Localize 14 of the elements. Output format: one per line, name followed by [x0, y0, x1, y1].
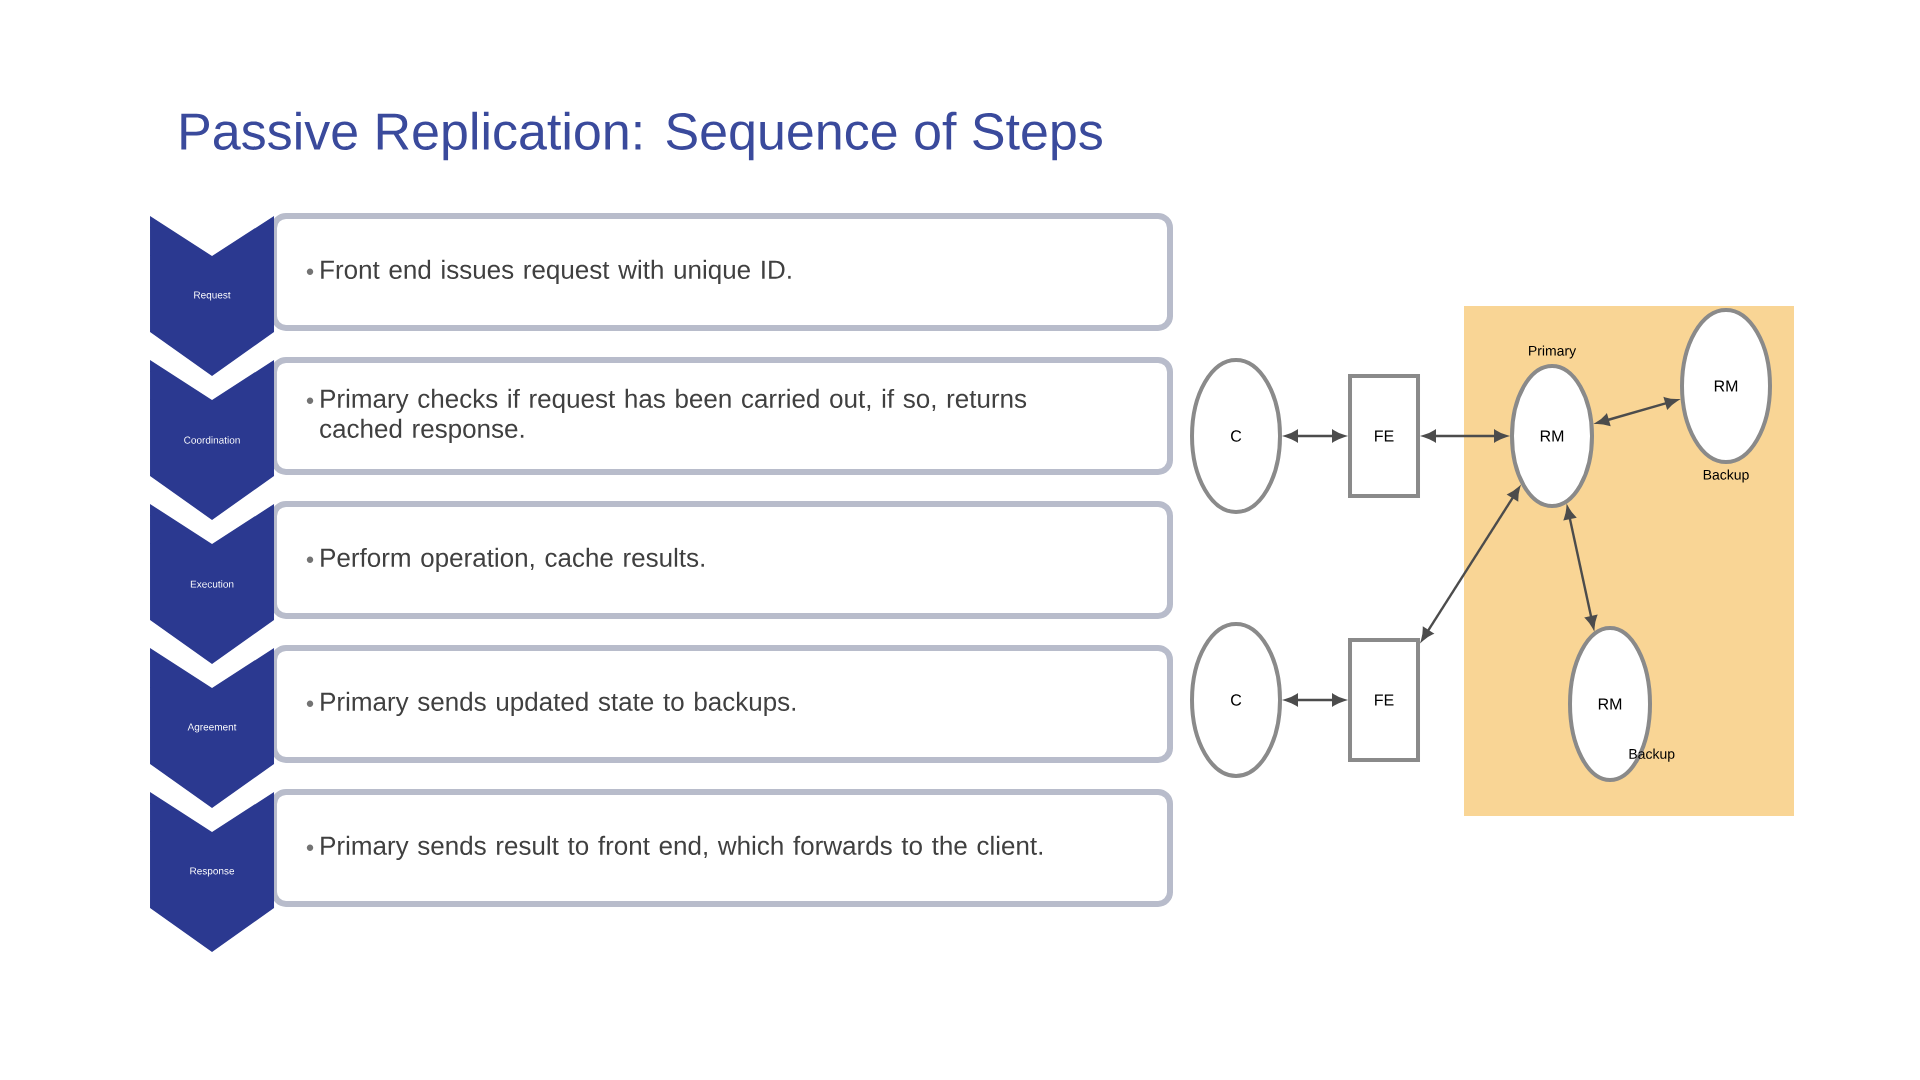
step-box: Primary sends result to front end, which forwards to the client.: [271, 788, 1173, 907]
front-end-box: FE: [1348, 373, 1420, 498]
step-box: Perform operation, cache results.: [271, 500, 1173, 619]
arrow: [1563, 506, 1598, 629]
arrow: [1423, 430, 1507, 442]
arrow: [1421, 487, 1520, 641]
title: Passive Replication: Sequence of Steps: [181, 111, 1102, 161]
front-end-box: FE: [1348, 638, 1420, 762]
arrow: [1285, 694, 1345, 706]
step-box: Primary checks if request has been carried out, if so, returns cached response.: [271, 357, 1173, 475]
arrow: [1596, 397, 1678, 426]
step-box: Primary sends updated state to backups.: [271, 645, 1173, 763]
arrow: [1285, 430, 1345, 442]
step-box: Front end issues request with unique ID.: [271, 213, 1173, 331]
